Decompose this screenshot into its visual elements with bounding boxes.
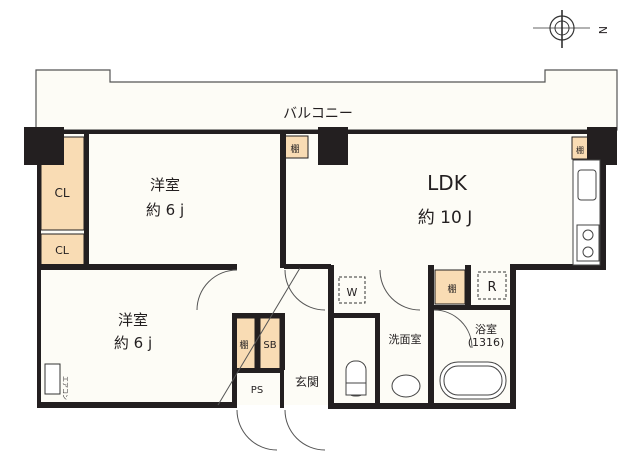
bedroom-south-name: 洋室: [118, 311, 148, 329]
kitchen-counter[interactable]: [572, 159, 601, 266]
washer-space: [338, 276, 366, 304]
entrance-label: 玄関: [295, 374, 319, 389]
shoe-box-label: SB: [263, 340, 276, 351]
compass-icon: N: [533, 10, 609, 48]
bathroom-label: 浴室: [475, 322, 497, 336]
closet-1-label: CL: [54, 186, 69, 200]
washer-label: W: [347, 286, 358, 299]
pipe-space-label: PS: [251, 385, 263, 396]
closet-2[interactable]: [40, 233, 85, 266]
shelf-utility[interactable]: [434, 269, 466, 305]
washroom-label: 洗面室: [389, 332, 422, 346]
stove-icon: [576, 224, 600, 262]
sink-icon: [577, 169, 597, 201]
fridge-label: R: [487, 280, 496, 295]
toilet-icon: [345, 360, 367, 397]
bedroom-south-size: 約 6 j: [114, 334, 152, 352]
shelf-hall-label: 棚: [239, 339, 248, 351]
closet-2-label: CL: [55, 244, 70, 257]
aircon-icon: [44, 363, 61, 395]
balcony-label: バルコニー: [283, 106, 353, 122]
bedroom-north-size: 約 6 j: [146, 201, 184, 219]
aircon-label: エアコン: [61, 376, 68, 400]
shelf-utility-label: 棚: [447, 283, 456, 295]
doors[interactable]: [196, 267, 473, 451]
ldk-size: 約 10 J: [418, 208, 472, 228]
shelf-ldk-left-label: 棚: [290, 143, 299, 155]
balcony: [35, 69, 618, 131]
ldk-name: LDK: [427, 171, 468, 195]
fridge-space: [477, 271, 507, 300]
compass-north-label: N: [596, 26, 609, 34]
walls: [24, 127, 617, 409]
bathroom-size: (1316): [468, 336, 505, 349]
shelf-ldk-right-label: 棚: [576, 145, 584, 155]
bedroom-north-name: 洋室: [150, 176, 180, 194]
washbasin-icon: [391, 374, 421, 398]
bathtub-icon: [439, 361, 507, 400]
